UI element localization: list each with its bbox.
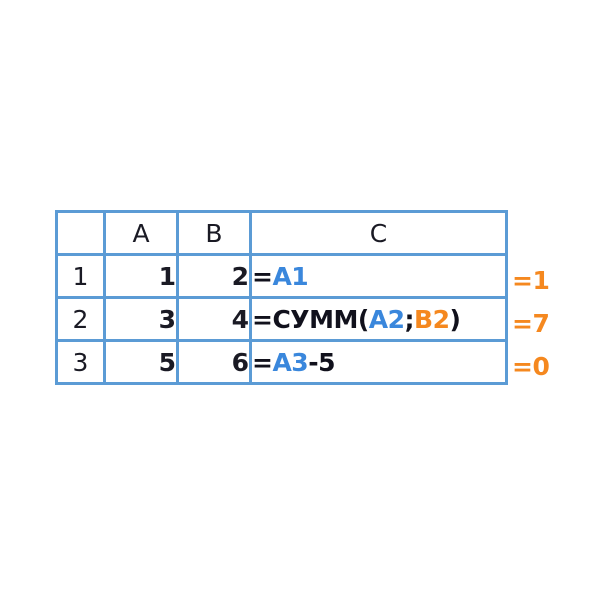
result-row-3: =0 — [512, 352, 550, 381]
row-header-1[interactable]: 1 — [58, 256, 103, 296]
formula-token-op: = — [252, 347, 273, 377]
cell-c1-formula[interactable]: =A1 — [252, 256, 505, 296]
formula-token-op: ; — [404, 304, 415, 334]
table-row: 1 1 2 =A1 — [58, 256, 505, 296]
formula-token-ref-a: A1 — [272, 261, 309, 291]
cell-b1[interactable]: 2 — [179, 256, 249, 296]
formula-token-op: = — [252, 261, 273, 291]
cell-a1[interactable]: 1 — [106, 256, 176, 296]
select-all-corner-cell[interactable] — [58, 213, 103, 253]
table-row: 3 5 6 =A3-5 — [58, 342, 505, 382]
result-header-spacer — [512, 210, 592, 259]
formula-token-op: ) — [449, 304, 461, 334]
formula-token-op: = — [252, 304, 273, 334]
formula-token-ref-a: A3 — [272, 347, 309, 377]
cell-b2[interactable]: 4 — [179, 299, 249, 339]
formula-token-fn: СУММ — [272, 304, 358, 334]
spreadsheet-body: A B C 1 1 2 =A1 2 3 4 =СУММ(A2;B2) — [58, 213, 505, 382]
column-header-b[interactable]: B — [179, 213, 249, 253]
spreadsheet-table: A B C 1 1 2 =A1 2 3 4 =СУММ(A2;B2) — [55, 210, 508, 385]
row-header-3[interactable]: 3 — [58, 342, 103, 382]
cell-b3[interactable]: 6 — [179, 342, 249, 382]
table-row: 2 3 4 =СУММ(A2;B2) — [58, 299, 505, 339]
cell-c3-formula[interactable]: =A3-5 — [252, 342, 505, 382]
formula-token-num: -5 — [308, 347, 335, 377]
result-row-1: =1 — [512, 266, 550, 295]
result-row-2: =7 — [512, 309, 550, 338]
cell-a3[interactable]: 5 — [106, 342, 176, 382]
column-header-row: A B C — [58, 213, 505, 253]
formula-token-ref-a: A2 — [368, 304, 405, 334]
formula-token-op: ( — [357, 304, 369, 334]
row-header-2[interactable]: 2 — [58, 299, 103, 339]
formula-token-ref-b: B2 — [414, 304, 450, 334]
column-header-a[interactable]: A — [106, 213, 176, 253]
cell-c2-formula[interactable]: =СУММ(A2;B2) — [252, 299, 505, 339]
column-header-c[interactable]: C — [252, 213, 505, 253]
result-annotations: =1 =7 =0 — [512, 210, 592, 388]
spreadsheet-grid: A B C 1 1 2 =A1 2 3 4 =СУММ(A2;B2) — [55, 210, 508, 385]
cell-a2[interactable]: 3 — [106, 299, 176, 339]
